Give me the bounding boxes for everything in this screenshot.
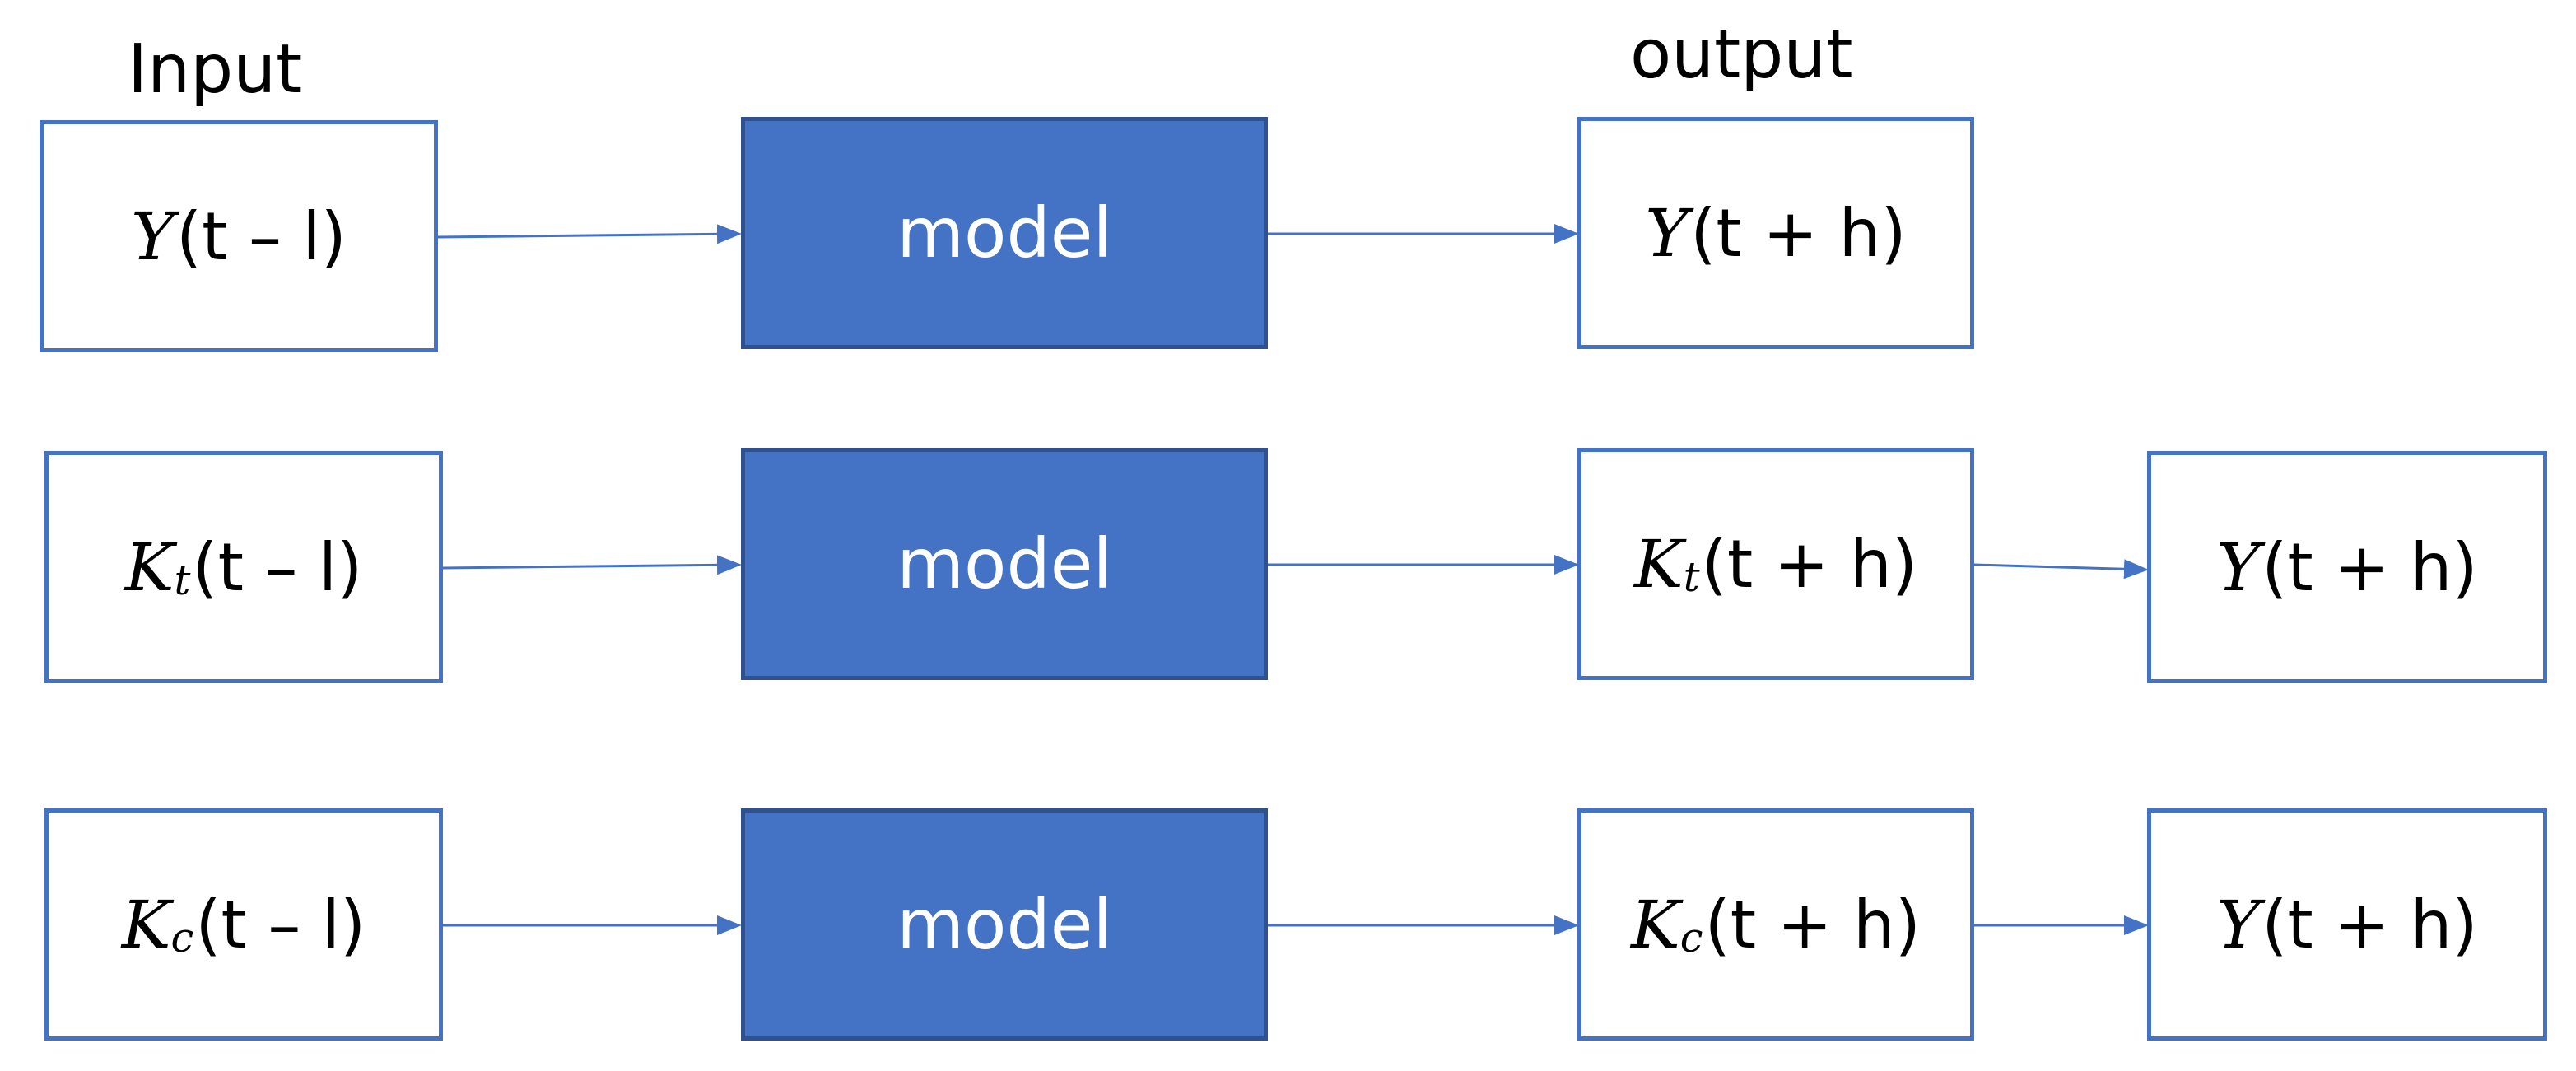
final-args: (t + h) — [2262, 529, 2478, 606]
arrow-output-to-final-row2 — [1973, 559, 2149, 580]
output-args: (t + h) — [1690, 194, 1907, 272]
output-args: (t + h) — [1704, 886, 1921, 963]
model-label: model — [897, 193, 1112, 273]
input-symbol: K — [121, 886, 171, 963]
input-subscript: t — [174, 556, 191, 604]
final-args: (t + h) — [2262, 886, 2478, 963]
arrow-input-to-model-row1 — [437, 224, 742, 244]
arrow-input-to-model-row2 — [442, 555, 742, 575]
input-box-row1: Y(t – l) — [40, 120, 438, 352]
model-box-row3: model — [741, 808, 1268, 1041]
model-label: model — [897, 884, 1112, 965]
final-symbol: Y — [2216, 529, 2261, 606]
output-subscript: c — [1679, 913, 1703, 962]
input-args: (t – l) — [192, 529, 363, 606]
final-symbol: Y — [2216, 886, 2261, 963]
model-label: model — [897, 524, 1112, 604]
model-box-row2: model — [741, 448, 1268, 680]
output-subscript: t — [1683, 552, 1700, 601]
output-args: (t + h) — [1701, 525, 1918, 603]
output-column-header: output — [1630, 16, 1853, 94]
input-column-header: Input — [128, 30, 303, 109]
output-symbol: K — [1631, 886, 1680, 963]
input-subscript: c — [170, 913, 194, 962]
final-output-box-row3: Y(t + h) — [2147, 808, 2547, 1041]
output-symbol: K — [1633, 525, 1684, 603]
final-output-box-row2: Y(t + h) — [2147, 451, 2547, 683]
input-symbol: Y — [131, 198, 175, 275]
model-box-row1: model — [741, 117, 1268, 349]
input-args: (t – l) — [195, 886, 366, 963]
input-args: (t – l) — [175, 198, 347, 275]
output-box-row1: Y(t + h) — [1577, 117, 1974, 349]
output-symbol: Y — [1645, 194, 1689, 272]
input-symbol: K — [124, 529, 175, 606]
